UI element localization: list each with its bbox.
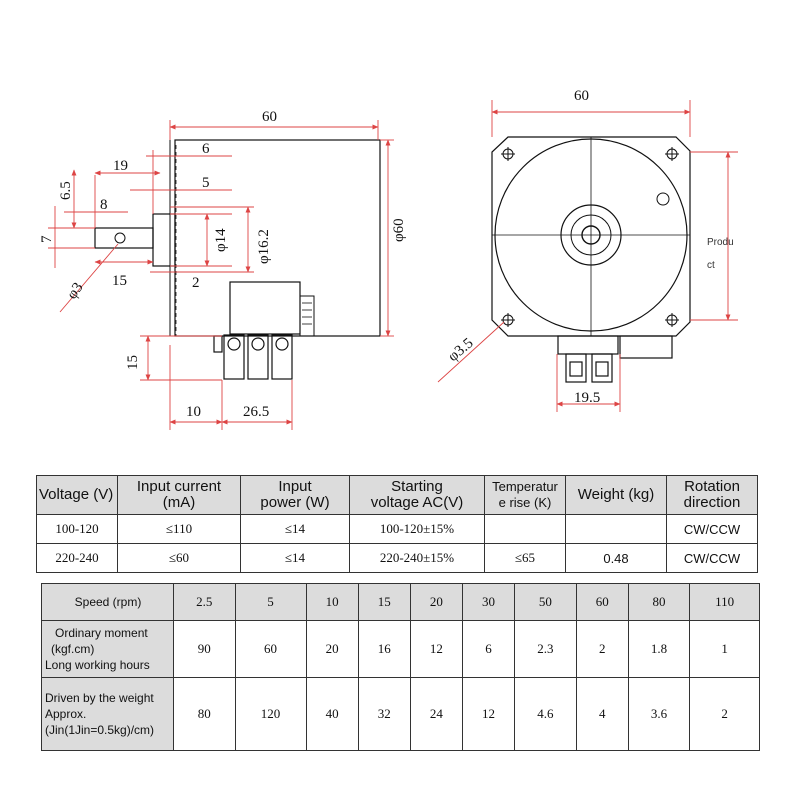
side-gear-boss xyxy=(152,213,176,267)
weight-cell: 2 xyxy=(689,677,760,751)
front-note-line2: ct xyxy=(707,260,715,271)
speed-cell: 15 xyxy=(357,583,411,621)
dim-side-phi60: φ60 xyxy=(391,218,407,242)
front-flange xyxy=(491,136,691,337)
dim-side-26-5: 26.5 xyxy=(243,404,269,420)
weight-cell: 40 xyxy=(305,677,359,751)
weight-cell: 12 xyxy=(461,677,516,751)
speed-cell: 30 xyxy=(461,583,516,621)
dim-side-6: 6 xyxy=(202,141,210,157)
moment-cell: 1 xyxy=(689,620,760,678)
dim-side-6-5: 6.5 xyxy=(58,181,74,200)
motor-technical-drawing: 60 φ60 6 19 5 6.5 8 7 φ14 φ16.2 φ3 15 2 … xyxy=(39,88,738,430)
front-note-line1: Produ xyxy=(707,237,734,248)
side-terminal-box xyxy=(229,281,301,335)
moment-label: Ordinary moment (kgf.cm) Long working ho… xyxy=(41,620,174,678)
dim-side-phi14: φ14 xyxy=(213,228,229,252)
dim-side-10: 10 xyxy=(186,404,201,420)
side-motor-body xyxy=(174,139,381,337)
speed-cell: 2.5 xyxy=(173,583,236,621)
cell-weight: 0.48 xyxy=(565,543,667,573)
cell-current: ≤110 xyxy=(117,514,241,544)
cell-rotation: CW/CCW xyxy=(666,514,758,544)
header-weight: Weight (kg) xyxy=(565,475,667,515)
dim-side-8: 8 xyxy=(100,197,108,213)
front-mount-holes xyxy=(501,147,679,327)
moment-row: Ordinary moment (kgf.cm) Long working ho… xyxy=(41,620,760,678)
header-temp-rise: Temperatur e rise (K) xyxy=(484,475,566,515)
dim-side-5: 5 xyxy=(202,175,210,191)
cell-power: ≤14 xyxy=(240,514,350,544)
weight-label: Driven by the weight Approx. (Jin(1Jin=0… xyxy=(41,677,174,751)
cell-temp: ≤65 xyxy=(484,543,566,573)
weight-cell: 80 xyxy=(173,677,236,751)
weight-cell: 4 xyxy=(575,677,629,751)
speed-cell: 5 xyxy=(234,583,307,621)
cell-voltage: 220-240 xyxy=(36,543,118,573)
dim-side-19: 19 xyxy=(113,158,128,174)
cell-current: ≤60 xyxy=(117,543,241,573)
speed-cell: 60 xyxy=(575,583,629,621)
electrical-spec-table: Voltage (V) Input current (mA) Input pow… xyxy=(36,475,758,573)
dim-side-15-shaft: 15 xyxy=(112,273,127,289)
torque-table: Speed (rpm) 2.5 5 10 15 20 30 50 60 80 1… xyxy=(41,583,760,751)
weight-cell: 4.6 xyxy=(514,677,577,751)
side-view: 60 φ60 6 19 5 6.5 8 7 φ14 φ16.2 φ3 15 2 … xyxy=(39,109,407,430)
side-terminal-pins xyxy=(213,334,293,380)
speed-cell: 50 xyxy=(514,583,577,621)
moment-cell: 6 xyxy=(461,620,516,678)
moment-cell: 16 xyxy=(357,620,411,678)
cell-temp xyxy=(484,514,566,544)
header-rotation: Rotation direction xyxy=(666,475,758,515)
front-terminals xyxy=(557,335,673,383)
speed-label: Speed (rpm) xyxy=(41,583,174,621)
spec-header-row: Voltage (V) Input current (mA) Input pow… xyxy=(36,475,758,515)
dim-side-7: 7 xyxy=(39,235,55,243)
header-input-current: Input current (mA) xyxy=(117,475,241,515)
cell-rotation: CW/CCW xyxy=(666,543,758,573)
dim-front-60: 60 xyxy=(574,88,589,104)
cell-power: ≤14 xyxy=(240,543,350,573)
side-shaft xyxy=(94,227,154,249)
side-shaft-hole xyxy=(114,232,126,244)
speed-cell: 110 xyxy=(689,583,760,621)
speed-cell: 20 xyxy=(409,583,463,621)
spec-row: 100-120 ≤110 ≤14 100-120±15% CW/CCW xyxy=(36,514,758,544)
dim-side-2: 2 xyxy=(192,275,200,291)
dim-front-19-5: 19.5 xyxy=(574,390,600,406)
weight-cell: 3.6 xyxy=(627,677,691,751)
moment-cell: 20 xyxy=(305,620,359,678)
front-side-boss xyxy=(656,192,670,206)
weight-cell: 32 xyxy=(357,677,411,751)
side-terminal-clip xyxy=(299,295,315,337)
cell-starting: 100-120±15% xyxy=(349,514,485,544)
weight-row: Driven by the weight Approx. (Jin(1Jin=0… xyxy=(41,677,760,751)
header-voltage: Voltage (V) xyxy=(36,475,118,515)
speed-cell: 80 xyxy=(627,583,691,621)
front-view: 60 φ3.5 19.5 Produ ct xyxy=(437,88,738,412)
weight-cell: 24 xyxy=(409,677,463,751)
dim-side-15-terminal: 15 xyxy=(125,355,141,370)
cell-voltage: 100-120 xyxy=(36,514,118,544)
header-input-power: Input power (W) xyxy=(240,475,350,515)
moment-cell: 12 xyxy=(409,620,463,678)
dim-side-phi16-2: φ16.2 xyxy=(256,229,272,264)
moment-cell: 2.3 xyxy=(514,620,577,678)
cell-weight xyxy=(565,514,667,544)
moment-cell: 2 xyxy=(575,620,629,678)
dim-side-60: 60 xyxy=(262,109,277,125)
weight-cell: 120 xyxy=(234,677,307,751)
speed-cell: 10 xyxy=(305,583,359,621)
moment-cell: 1.8 xyxy=(627,620,691,678)
moment-cell: 60 xyxy=(234,620,307,678)
moment-cell: 90 xyxy=(173,620,236,678)
spec-row: 220-240 ≤60 ≤14 220-240±15% ≤65 0.48 CW/… xyxy=(36,543,758,573)
header-starting-voltage: Starting voltage AC(V) xyxy=(349,475,485,515)
dim-side-phi3: φ3 xyxy=(64,280,86,302)
cell-starting: 220-240±15% xyxy=(349,543,485,573)
speed-row: Speed (rpm) 2.5 5 10 15 20 30 50 60 80 1… xyxy=(41,583,760,621)
